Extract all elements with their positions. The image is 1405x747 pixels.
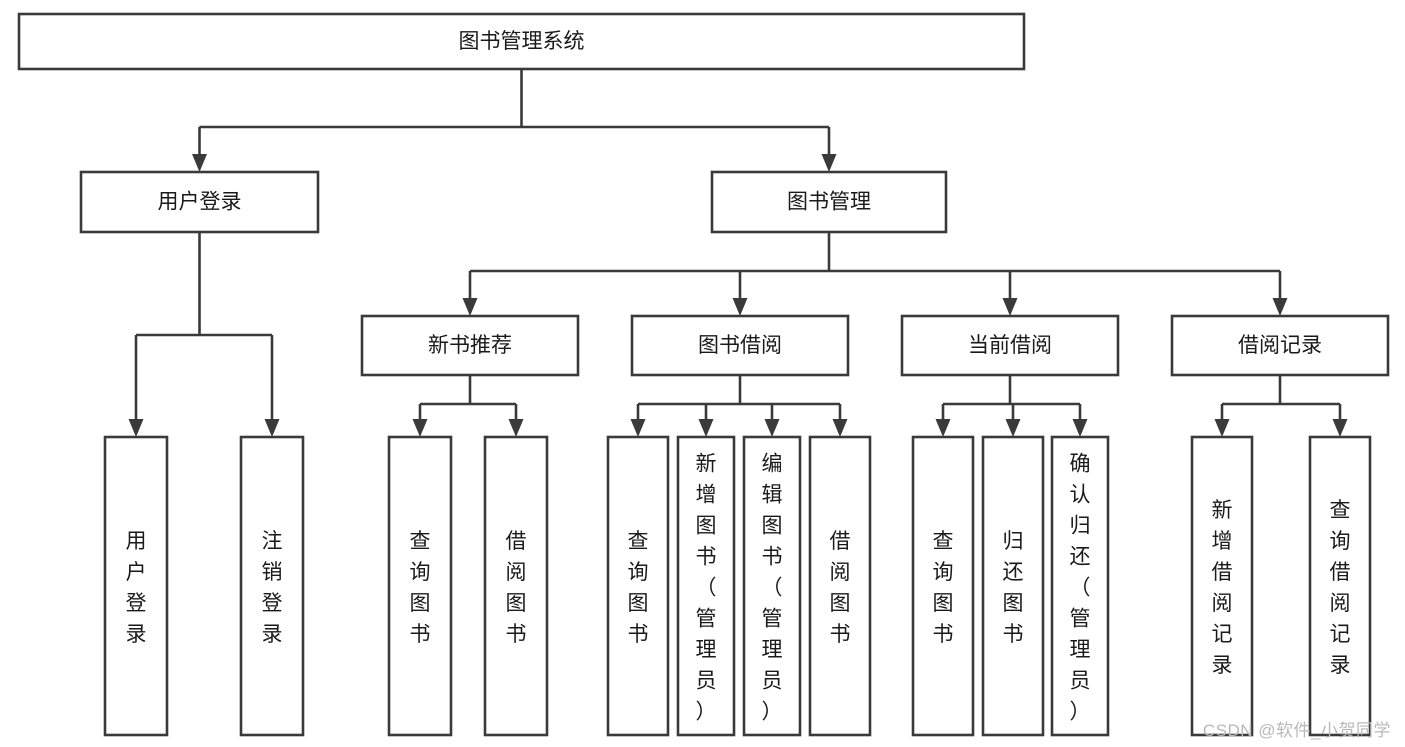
node-label: 图书借阅 — [698, 334, 782, 357]
node-borrow-record[interactable]: 借阅记录 — [1170, 314, 1390, 377]
node-label-vertical: 查询图书 — [628, 530, 649, 646]
node-leaf-logout[interactable]: 注销登录 — [239, 435, 305, 737]
node-leaf-return-book[interactable]: 归还图书 — [981, 435, 1045, 737]
node-new-book-rec[interactable]: 新书推荐 — [360, 314, 580, 377]
node-book-manage[interactable]: 图书管理 — [710, 170, 948, 234]
node-current-borrow[interactable]: 当前借阅 — [900, 314, 1120, 377]
connector-group-borrow-record — [1214, 375, 1348, 437]
connector-layer — [128, 69, 1348, 437]
node-leaf-query-book-2[interactable]: 查询图书 — [606, 435, 670, 737]
node-label: 图书管理 — [787, 191, 871, 214]
node-root[interactable]: 图书管理系统 — [17, 12, 1026, 71]
node-leaf-user-login[interactable]: 用户登录 — [103, 435, 169, 737]
node-leaf-query-book-1[interactable]: 查询图书 — [387, 435, 453, 737]
connector-group-new-book-rec — [412, 375, 524, 437]
node-label: 用户登录 — [158, 191, 242, 214]
connector-group-user-login — [128, 232, 280, 437]
connector-group-book-borrow — [630, 375, 848, 437]
node-label-vertical: 确认归还（管理员） — [1070, 453, 1091, 724]
node-label-vertical: 查询图书 — [933, 530, 954, 646]
node-label: 借阅记录 — [1238, 334, 1322, 357]
csdn-watermark: CSDN @软件_小贺同学 — [1202, 721, 1391, 740]
node-leaf-add-book[interactable]: 新增图书（管理员） — [676, 435, 736, 737]
node-label-vertical: 注销登录 — [262, 530, 283, 646]
node-label-vertical: 新增借阅记录 — [1212, 499, 1233, 677]
connector-group-current-borrow — [935, 375, 1088, 437]
node-leaf-borrow-book-1[interactable]: 借阅图书 — [483, 435, 549, 737]
node-label-vertical: 借阅图书 — [830, 530, 851, 646]
node-leaf-query-book-3[interactable]: 查询图书 — [911, 435, 975, 737]
node-leaf-edit-book[interactable]: 编辑图书（管理员） — [742, 435, 802, 737]
node-label-vertical: 新增图书（管理员） — [696, 453, 717, 724]
node-leaf-add-record[interactable]: 新增借阅记录 — [1190, 435, 1254, 737]
node-label: 当前借阅 — [968, 334, 1052, 357]
node-label-vertical: 查询借阅记录 — [1330, 499, 1351, 677]
node-leaf-confirm-return[interactable]: 确认归还（管理员） — [1050, 435, 1110, 737]
node-label-vertical: 编辑图书（管理员） — [762, 453, 783, 724]
connector-group-book-manage — [462, 232, 1288, 316]
node-leaf-borrow-book-2[interactable]: 借阅图书 — [808, 435, 872, 737]
node-label: 图书管理系统 — [459, 30, 585, 53]
node-leaf-query-record[interactable]: 查询借阅记录 — [1308, 435, 1372, 737]
node-label-vertical: 借阅图书 — [506, 530, 527, 646]
node-user-login[interactable]: 用户登录 — [79, 170, 320, 234]
node-label: 新书推荐 — [428, 334, 512, 357]
node-label-vertical: 查询图书 — [410, 530, 431, 646]
node-label-vertical: 归还图书 — [1003, 530, 1024, 646]
node-layer: 图书管理系统用户登录图书管理新书推荐图书借阅当前借阅借阅记录用户登录注销登录查询… — [17, 12, 1390, 737]
connector-group-root — [192, 69, 837, 172]
node-label-vertical: 用户登录 — [126, 530, 147, 646]
node-book-borrow[interactable]: 图书借阅 — [630, 314, 850, 377]
